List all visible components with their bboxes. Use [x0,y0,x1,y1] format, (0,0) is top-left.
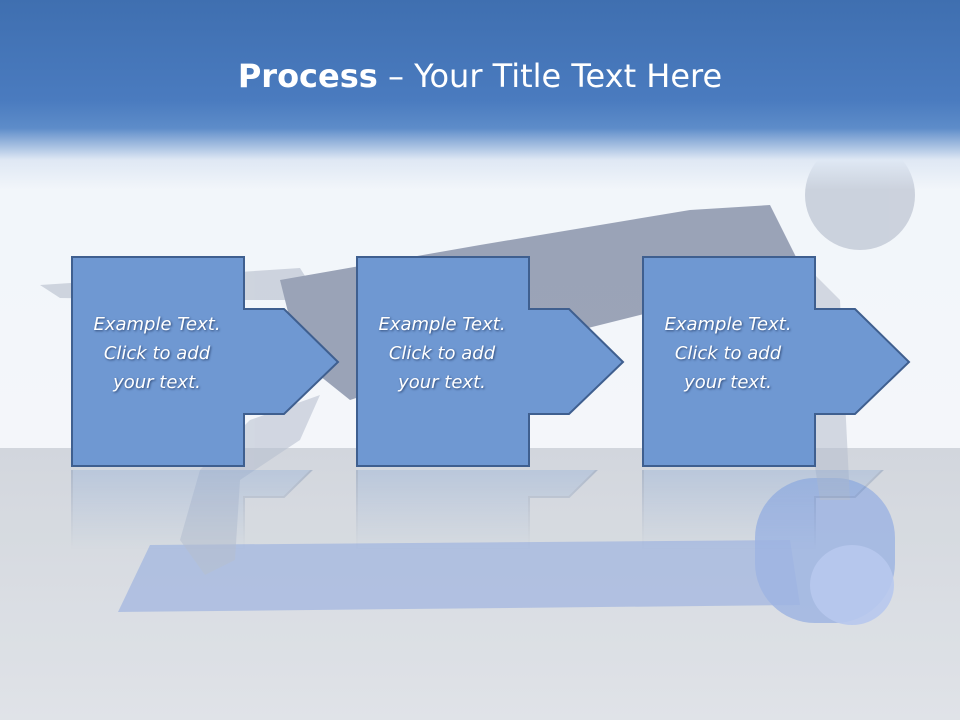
title-rest: – Your Title Text Here [377,57,723,95]
step-text-line: Example Text. [664,314,792,335]
step-3-text: Example Text. Click to add your text. [642,310,814,397]
step-3-reflection [642,470,884,550]
step-text-line: Click to add [674,343,782,364]
step-2-reflection [356,470,598,550]
slide-title[interactable]: Process – Your Title Text Here [0,54,960,98]
step-text-line: Click to add [388,343,496,364]
step-1-reflection [71,470,313,550]
arrow-callout-shape [356,256,625,467]
step-1-text: Example Text. Click to add your text. [71,310,243,397]
title-bold: Process [237,57,378,95]
arrow-callout-shape [71,256,340,467]
step-text-line: your text. [113,372,201,393]
step-text-line: Click to add [103,343,211,364]
step-2-text: Example Text. Click to add your text. [356,310,528,397]
step-text-line: your text. [398,372,486,393]
process-step-2[interactable]: Example Text. Click to add your text. [356,256,706,468]
process-step-1[interactable]: Example Text. Click to add your text. [71,256,421,468]
header-bar [0,0,960,190]
step-text-line: Example Text. [378,314,506,335]
process-step-3[interactable]: Example Text. Click to add your text. [642,256,960,468]
arrow-callout-shape [642,256,911,467]
step-text-line: your text. [684,372,772,393]
step-text-line: Example Text. [93,314,221,335]
